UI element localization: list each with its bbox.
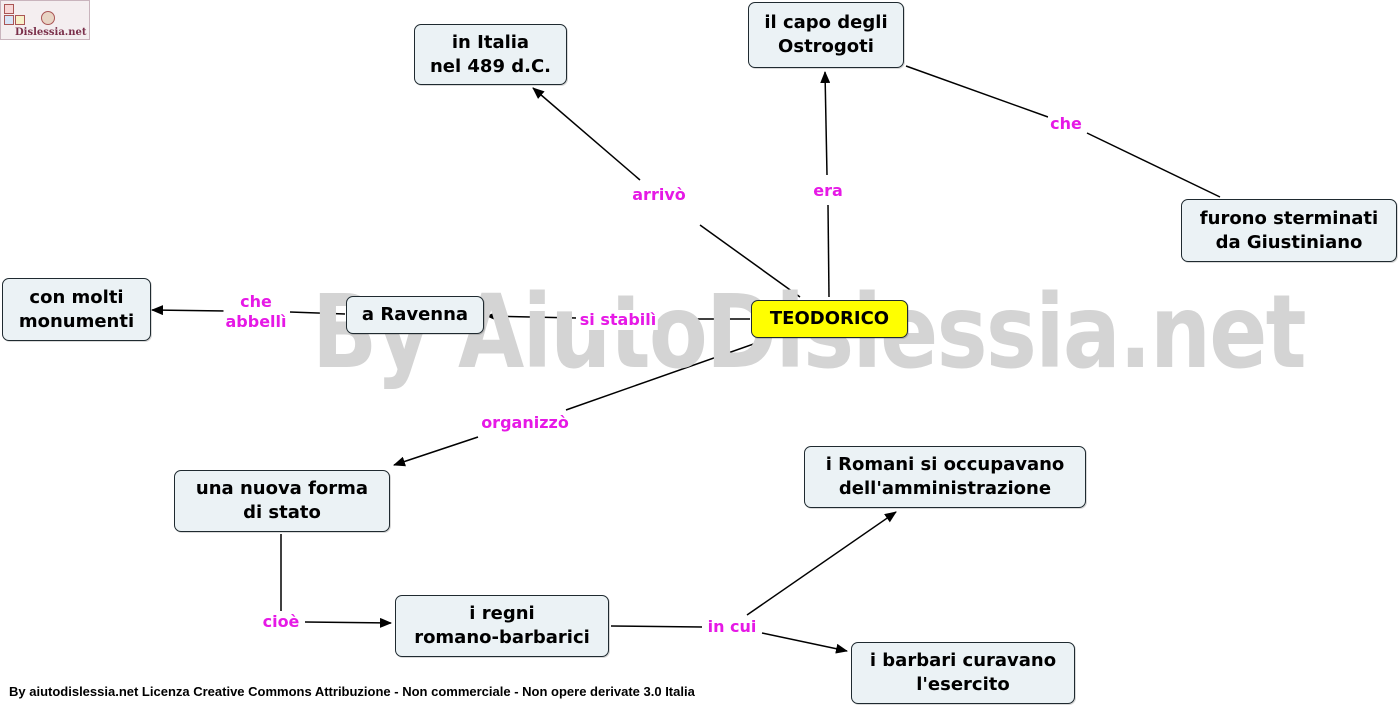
connector-in-cui-barbari	[761, 632, 848, 654]
link-label-si-stabili: si stabilì	[577, 310, 659, 330]
node-sterminati[interactable]: furono sterminati da Giustiniano	[1181, 199, 1397, 262]
logo-block-icon	[15, 15, 25, 25]
connector-capo-che	[905, 65, 1049, 118]
connector-in-cui-romani	[746, 511, 897, 616]
link-label-arrivo: arrivò	[630, 185, 688, 205]
link-label-organizzo: organizzò	[479, 413, 571, 433]
connector-organizzo-forma	[393, 436, 479, 467]
link-label-cioe: cioè	[260, 612, 302, 632]
node-romani[interactable]: i Romani si occupavano dell'amministrazi…	[804, 446, 1086, 508]
license-footer: By aiutodislessia.net Licenza Creative C…	[9, 684, 695, 699]
connector-che-abbelli-monumenti	[151, 305, 227, 316]
connector-teodorico-era	[827, 204, 830, 298]
connector-teodorico-organizzo	[565, 339, 766, 411]
node-capo-ostrogoti[interactable]: il capo degli Ostrogoti	[748, 2, 904, 68]
link-label-era: era	[811, 181, 845, 201]
logo-text: Dislessia.net	[15, 27, 87, 38]
link-label-che: che	[1048, 114, 1084, 134]
connector-arrivo-italia	[532, 87, 641, 181]
connector-ravenna-che-abbelli	[289, 311, 346, 315]
link-label-che-abbelli: che abbellì	[223, 292, 289, 332]
node-monumenti[interactable]: con molti monumenti	[2, 278, 151, 341]
connector-teodorico-arrivo	[699, 224, 801, 298]
connector-che-sterminati	[1086, 132, 1221, 198]
connector-si-stabili-ravenna	[486, 311, 577, 322]
logo-block-icon	[4, 4, 14, 14]
connector-regni-in-cui	[610, 625, 703, 628]
site-logo: Dislessia.net	[0, 0, 90, 40]
node-barbari[interactable]: i barbari curavano l'esercito	[851, 642, 1075, 704]
connector-cioe-regni	[304, 617, 392, 628]
node-in-italia[interactable]: in Italia nel 489 d.C.	[414, 24, 567, 85]
node-nuova-forma[interactable]: una nuova forma di stato	[174, 470, 390, 532]
logo-block-icon	[4, 15, 14, 25]
node-regni[interactable]: i regni romano-barbarici	[395, 595, 609, 657]
link-label-in-cui: in cui	[705, 617, 759, 637]
node-teodorico[interactable]: TEODORICO	[751, 300, 908, 338]
connector-era-capo	[820, 71, 831, 176]
logo-child-icon	[41, 11, 55, 25]
node-ravenna[interactable]: a Ravenna	[346, 296, 484, 334]
